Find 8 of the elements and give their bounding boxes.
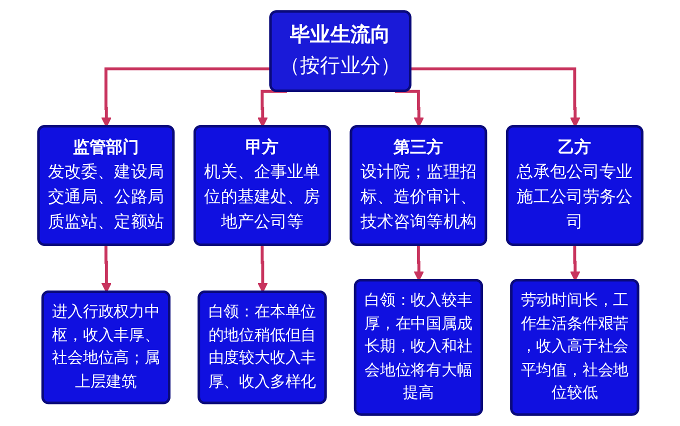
arrow — [410, 67, 580, 128]
arrow — [394, 90, 424, 128]
arrow — [413, 244, 424, 282]
arrow — [100, 244, 112, 293]
arrow — [100, 67, 271, 128]
arrow — [257, 90, 287, 128]
arrow — [570, 244, 580, 282]
arrow — [257, 244, 268, 293]
